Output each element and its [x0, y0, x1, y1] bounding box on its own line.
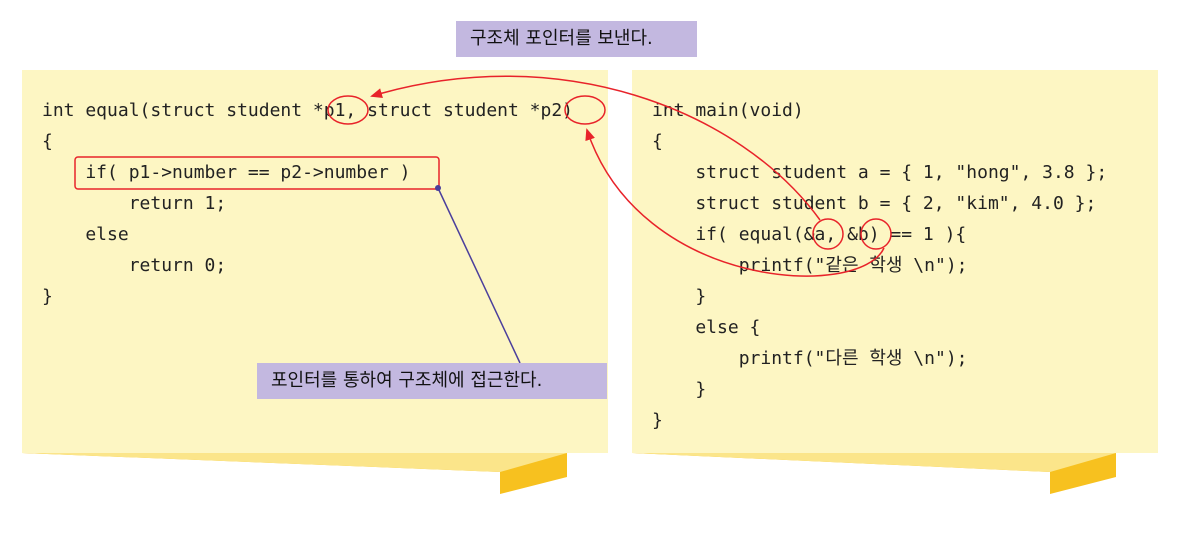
main-function-code: int main(void) { struct student a = { 1, … [652, 95, 1107, 436]
code-line: } [652, 410, 663, 431]
code-line: { [652, 131, 663, 152]
code-line: } [42, 286, 53, 307]
right-panel-fold-light [632, 453, 1116, 472]
code-line: struct student b = { 2, "kim", 4.0 }; [652, 193, 1097, 214]
right-panel-fold [632, 453, 1116, 494]
equal-function-code: int equal(struct student *p1, struct stu… [42, 95, 573, 312]
code-line: printf("다른 학생 \n"); [652, 348, 968, 369]
code-line: { [42, 131, 53, 152]
code-line: if( equal(&a, &b) == 1 ){ [652, 224, 967, 245]
code-line: printf("같은 학생 \n"); [652, 255, 968, 276]
code-line: struct student a = { 1, "hong", 3.8 }; [652, 162, 1108, 183]
code-line: else { [652, 317, 761, 338]
left-panel-fold-light [22, 453, 567, 472]
send-struct-pointer-callout: 구조체 포인터를 보낸다. [456, 21, 697, 57]
code-line: } [652, 379, 707, 400]
code-line: } [652, 286, 707, 307]
code-line: return 0; [42, 255, 227, 276]
code-line: if( p1->number == p2->number ) [42, 162, 411, 183]
code-line: int equal(struct student *p1, struct stu… [42, 100, 574, 121]
access-struct-callout: 포인터를 통하여 구조체에 접근한다. [257, 363, 607, 399]
code-line: else [42, 224, 129, 245]
code-line: int main(void) [652, 100, 804, 121]
code-line: return 1; [42, 193, 227, 214]
right-code-panel: int main(void) { struct student a = { 1, … [632, 70, 1158, 453]
left-panel-fold [22, 453, 567, 494]
